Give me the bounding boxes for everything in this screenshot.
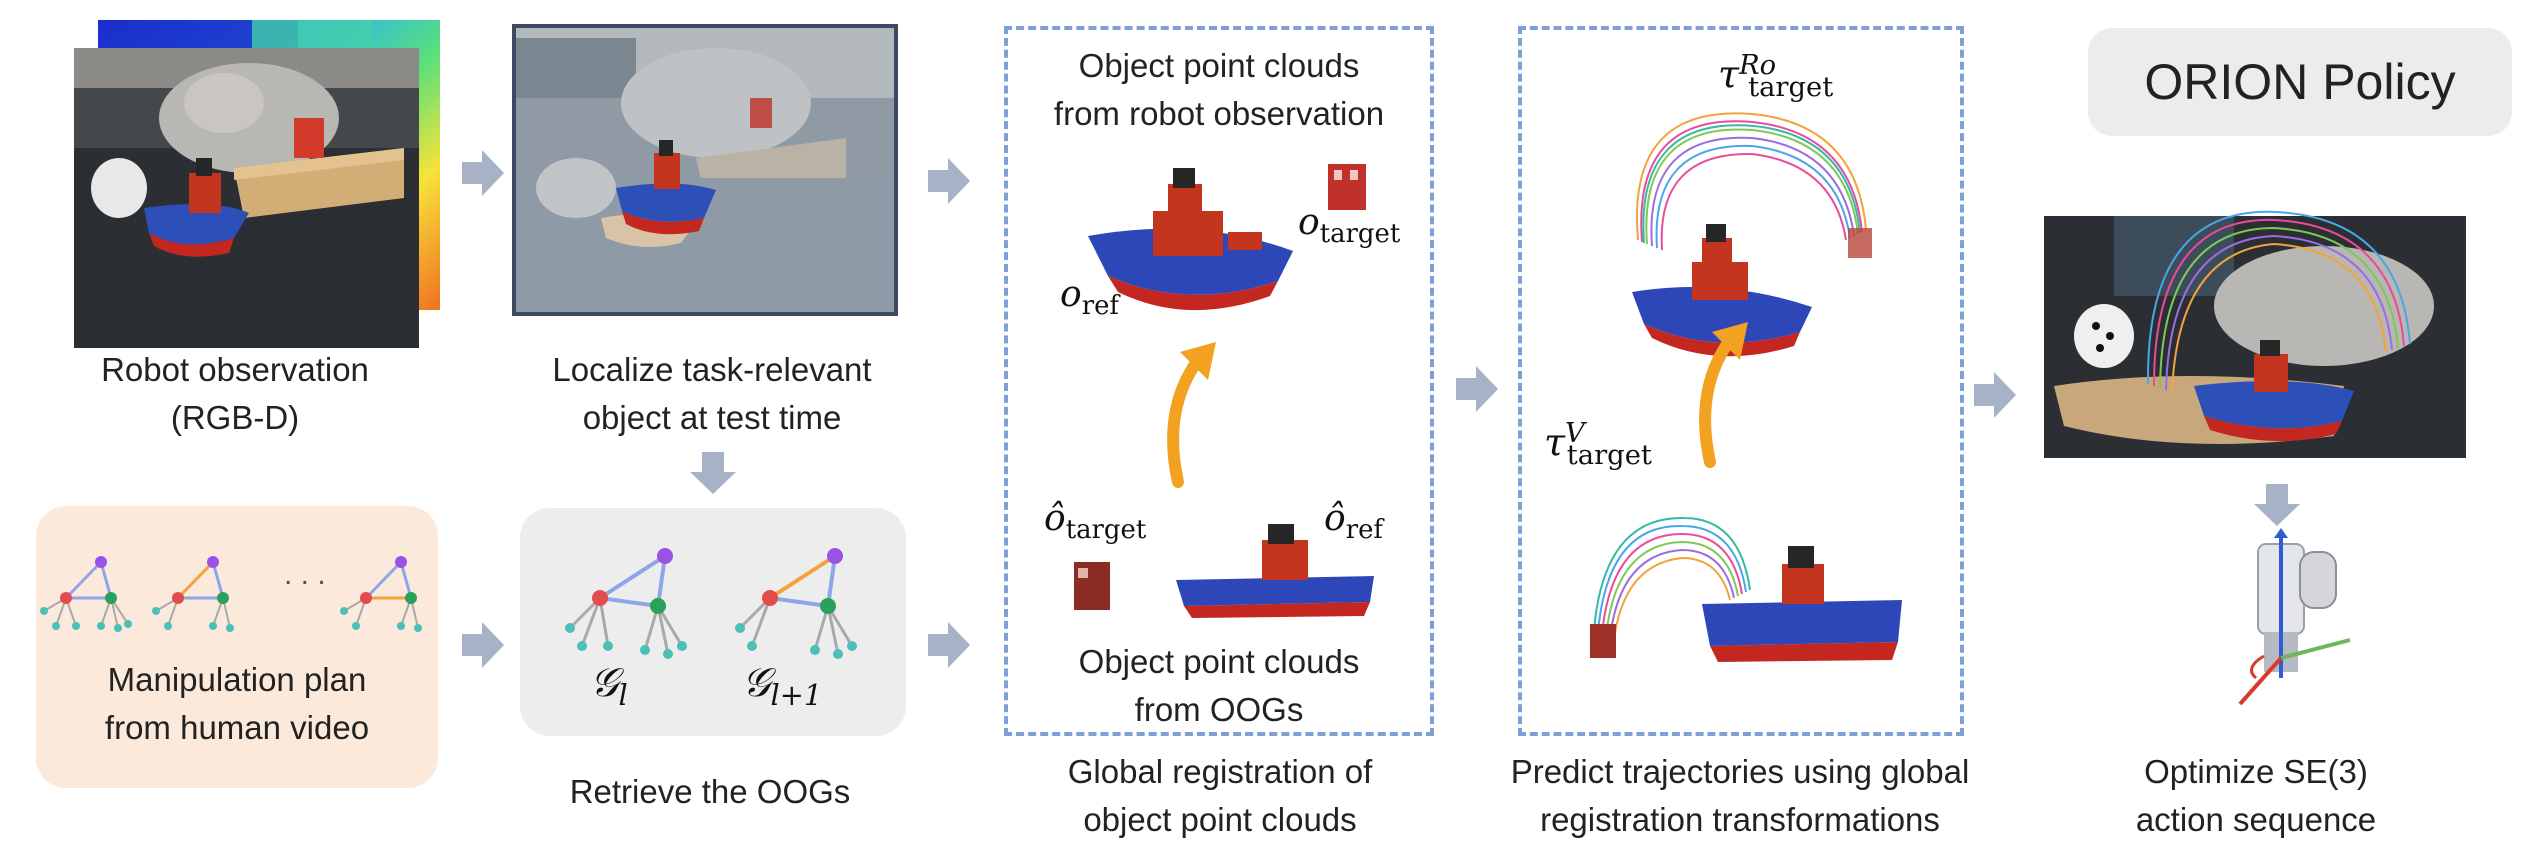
right-arrow-icon [462,622,504,668]
ellipsis-dots: . . . [284,558,326,591]
global-registration-caption: Global registration of object point clou… [1000,748,1440,844]
math-subscript: l+1 [770,678,823,712]
o-ref-label: oref [1060,274,1119,321]
caption-line: Manipulation plan [107,661,367,698]
optimize-caption: Optimize SE(3) action sequence [2096,748,2416,844]
localize-caption: Localize task-relevant object at test ti… [502,346,922,442]
curved-up-arrow-icon [1699,322,1748,468]
oog-point-cloud-caption: Object point clouds from OOGs [1008,638,1430,734]
tau-target-ro-label: τRotarget [1718,50,1833,103]
math-subscript: ref [1081,291,1119,322]
caption-line: object point clouds [1083,801,1357,838]
caption-line: from human video [104,709,370,746]
caption-line: registration transformations [1540,801,1940,838]
caption-line: Object point clouds [1078,643,1360,680]
math-subscript: target [1319,219,1401,250]
caption-line: (RGB-D) [170,399,300,436]
down-arrow-icon [690,452,736,494]
manipulation-plan-panel: . . . Manipulation plan from human video [36,506,438,788]
predicted-trajectory-image [1632,112,1872,357]
graph-icon [40,556,132,632]
caption-line: from robot observation [1053,95,1385,132]
math-symbol: 𝒢 [590,660,619,706]
predict-trajectories-caption: Predict trajectories using global regist… [1470,748,2010,844]
math-subscript: target [1748,72,1834,104]
math-subscript: ref [1345,515,1383,546]
graph-icon [340,556,422,632]
caption-line: from OOGs [1134,691,1304,728]
caption-line: Object point clouds [1078,47,1360,84]
caption-line: Optimize SE(3) [2144,753,2368,790]
graph-g-l-label: 𝒢l [590,660,628,712]
graph-icon [152,556,234,632]
caption-line: Localize task-relevant [552,351,872,388]
graph-g-l1-label: 𝒢l+1 [742,660,822,712]
curved-up-arrow-icon [1167,342,1216,488]
predict-trajectories-panel: τRotarget τVtarget [1518,26,1964,736]
manipulation-plan-caption: Manipulation plan from human video [36,656,438,752]
math-subscript: l [618,678,628,712]
caption-line: Global registration of [1067,753,1373,790]
math-symbol: ô [1324,498,1346,539]
o-hat-target-label: ôtarget [1044,498,1146,545]
math-superscript: Ro [1739,50,1777,81]
right-arrow-icon [928,158,970,204]
caption-line: action sequence [2135,801,2377,838]
math-symbol: o [1298,202,1320,243]
tau-target-v-label: τVtarget [1544,418,1652,471]
math-superscript: V [1565,418,1585,449]
boat-point-cloud-image [1088,168,1293,311]
graph-icon [735,548,857,659]
right-arrow-icon [928,622,970,668]
human-trajectory-image [1590,516,1902,662]
oog-boat-point-cloud-image [1176,524,1374,618]
math-subscript: target [1065,515,1147,546]
o-hat-ref-label: ôref [1324,498,1383,545]
localized-object-image [512,24,898,316]
orion-policy-title: ORION Policy [2144,54,2456,110]
robot-observation-caption: Robot observation (RGB-D) [40,346,430,442]
robot-observation-image [72,20,442,348]
right-arrow-icon [1974,372,2016,418]
math-subscript: target [1566,440,1652,472]
obs-point-cloud-caption: Object point clouds from robot observati… [1008,42,1430,138]
oog-panel: 𝒢l 𝒢l+1 [520,508,906,736]
orion-policy-result-image [2044,176,2466,458]
robot-gripper-icon [2238,528,2351,706]
caption-line: object at test time [582,399,842,436]
math-symbol: τ [1718,52,1740,97]
right-arrow-icon [462,150,504,196]
math-symbol: ô [1044,498,1066,539]
graph-icon [565,548,687,659]
down-arrow-icon [2254,484,2300,526]
retrieve-oogs-caption: Retrieve the OOGs [569,773,851,810]
o-target-label: otarget [1298,202,1400,249]
oog-target-object-image [1074,562,1110,610]
caption-line: Robot observation [101,351,369,388]
math-symbol: 𝒢 [742,660,771,706]
math-symbol: τ [1544,420,1566,465]
global-registration-panel: Object point clouds from robot observati… [1004,26,1434,736]
orion-policy-title-box: ORION Policy [2088,28,2512,136]
caption-line: Predict trajectories using global [1510,753,1970,790]
target-object-image [1328,164,1366,210]
right-arrow-icon [1456,366,1498,412]
math-symbol: o [1060,274,1082,315]
